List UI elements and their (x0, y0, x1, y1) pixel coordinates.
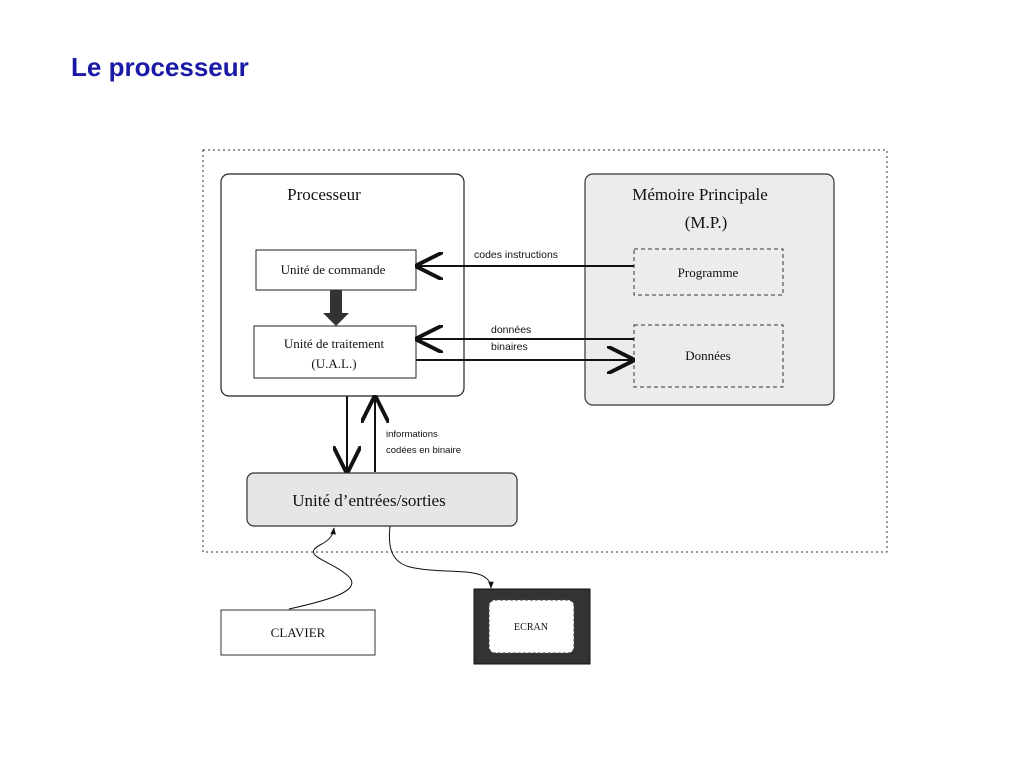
screen-link (388, 525, 494, 589)
program-label: Programme (678, 265, 739, 280)
io-unit-box (246, 472, 518, 527)
data-box (633, 324, 784, 388)
memory-title-line1: Mémoire Principale (632, 185, 768, 204)
screen-label: ECRAN (514, 622, 548, 633)
system-boundary (202, 149, 888, 553)
processing-unit-label-line1: Unité de traitement (284, 336, 385, 351)
screen-inner (488, 599, 575, 654)
io-unit-label: Unité d’entrées/sorties (292, 491, 445, 510)
binary-data-label-line2: binaires (491, 341, 528, 353)
binary-data-label-line1: données (491, 324, 531, 336)
data-label: Données (685, 348, 731, 363)
control-to-processing-arrow (323, 290, 349, 326)
processing-unit-label-line2: (U.A.L.) (311, 356, 356, 371)
binary-info-label-line2: codées en binaire (386, 445, 461, 456)
processor-title: Processeur (287, 185, 361, 204)
keyboard-label: CLAVIER (271, 625, 326, 640)
slide-title: Le processeur (71, 52, 249, 82)
codes-instructions-label: codes instructions (474, 249, 558, 261)
processing-unit-box (253, 325, 417, 379)
keyboard-link (288, 527, 353, 610)
control-unit-label: Unité de commande (281, 262, 386, 277)
binary-info-label-line1: informations (386, 429, 438, 440)
program-box (633, 248, 784, 296)
memory-title-line2: (M.P.) (685, 213, 728, 232)
keyboard-box (220, 609, 376, 656)
